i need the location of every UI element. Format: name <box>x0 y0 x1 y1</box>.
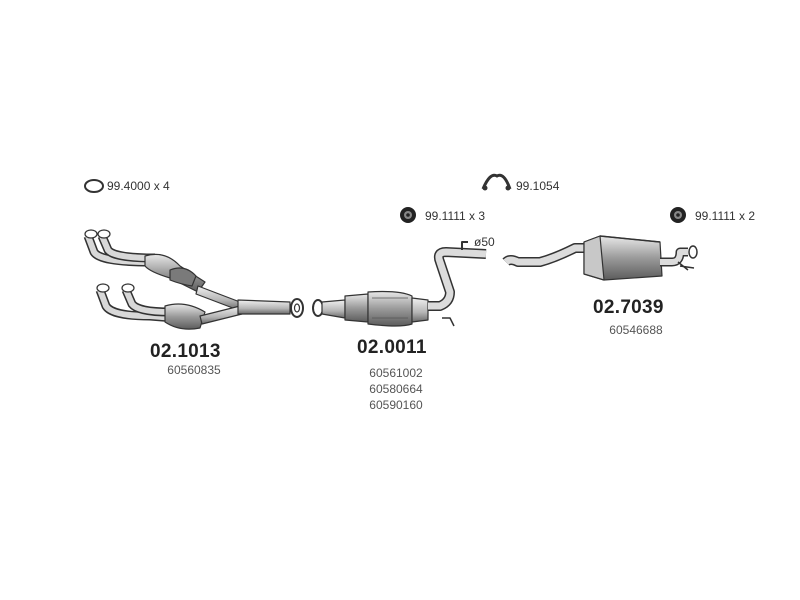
reference-number: 60560835 <box>167 363 221 377</box>
rubber-mount-icon <box>670 207 686 223</box>
part-number: 02.1013 <box>150 341 221 362</box>
reference-list: 60546688 <box>584 322 688 338</box>
pipe-diameter-label: ø50 <box>474 235 495 249</box>
part-number: 02.7039 <box>593 297 664 318</box>
rubber-mount-icon <box>400 207 416 223</box>
mount-quantity-label: 99.1111 x 2 <box>695 209 756 223</box>
part-number: 02.0011 <box>357 337 427 358</box>
reference-number: 60561002 <box>369 366 423 380</box>
front-manifold-pipe <box>83 229 304 330</box>
catalytic-converter-section <box>312 241 487 327</box>
reference-list: 60561002 60580664 60590160 <box>344 365 448 413</box>
mount-quantity-label: 99.1111 x 3 <box>425 209 486 223</box>
reference-list: 60560835 <box>142 362 246 378</box>
reference-number: 60546688 <box>609 323 663 337</box>
reference-number: 60590160 <box>369 398 423 412</box>
clamp-part-label: 99.1054 <box>516 179 560 193</box>
rear-silencer <box>502 235 698 281</box>
reference-number: 60580664 <box>369 382 423 396</box>
gasket-quantity-label: 99.4000 x 4 <box>107 179 170 193</box>
pipe-clamp-icon <box>481 173 512 191</box>
gasket-ring-icon <box>84 179 104 193</box>
